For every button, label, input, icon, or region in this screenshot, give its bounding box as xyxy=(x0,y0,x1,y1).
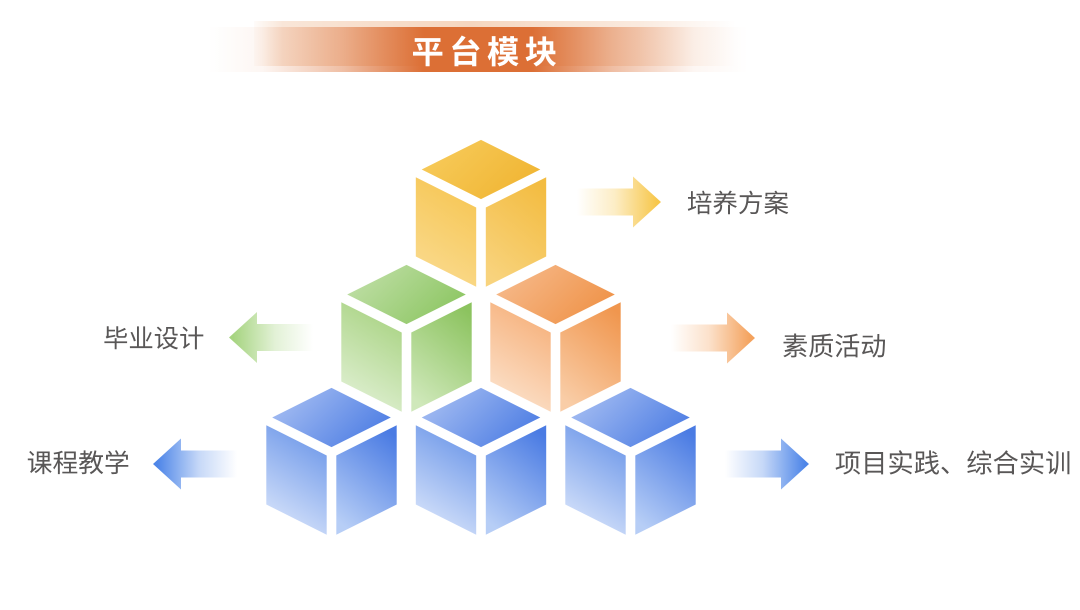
cube-face-top xyxy=(421,139,541,200)
cube-face-top xyxy=(496,264,615,325)
arrows xyxy=(153,176,809,490)
cube-face-top xyxy=(421,387,541,448)
arrow-graduation-design-left-icon xyxy=(229,312,313,363)
cube-bottom-blue-center xyxy=(415,387,547,535)
cube-face-right xyxy=(485,425,547,535)
cube-face-top xyxy=(347,264,466,325)
cube-face-left xyxy=(341,302,402,412)
cube-face-right xyxy=(336,425,397,535)
cube-mid-orange xyxy=(490,264,621,412)
label-project-practice-text xyxy=(835,450,1070,475)
label-training-plan-text xyxy=(687,190,789,215)
arrow-project-practice-right-icon xyxy=(725,438,809,490)
label-quality-activities-text xyxy=(783,333,885,358)
arrow-quality-activities-right-icon xyxy=(671,312,755,364)
label-project-practice xyxy=(835,450,1070,475)
label-quality-activities xyxy=(783,333,885,358)
cube-mid-green xyxy=(341,264,472,412)
label-course-teaching-text xyxy=(27,450,129,475)
cube-bottom-blue-right xyxy=(565,387,696,535)
cube-bottom-blue-left xyxy=(266,387,397,535)
label-graduation-design xyxy=(104,326,204,350)
title-banner xyxy=(208,21,748,72)
arrow-training-plan-right-icon xyxy=(577,176,661,228)
cube-face-top xyxy=(571,387,690,448)
cube-top-yellow xyxy=(415,139,547,287)
cube-face-top xyxy=(272,387,391,448)
cube-face-left xyxy=(266,425,327,535)
arrow-course-teaching-left-icon xyxy=(153,438,237,490)
label-graduation-design-text xyxy=(104,326,204,350)
cube-face-right xyxy=(411,302,472,412)
cube-face-left xyxy=(490,302,551,412)
cube-face-left xyxy=(565,425,626,535)
cube-face-right xyxy=(635,425,696,535)
banner-title-text xyxy=(413,35,556,67)
labels xyxy=(27,190,1070,475)
cube-pyramid xyxy=(266,139,696,535)
cube-face-left xyxy=(415,425,477,535)
cube-face-right xyxy=(560,302,621,412)
cube-face-right xyxy=(485,177,547,287)
label-training-plan xyxy=(687,190,789,215)
label-course-teaching xyxy=(27,450,129,475)
cube-face-left xyxy=(415,177,477,287)
